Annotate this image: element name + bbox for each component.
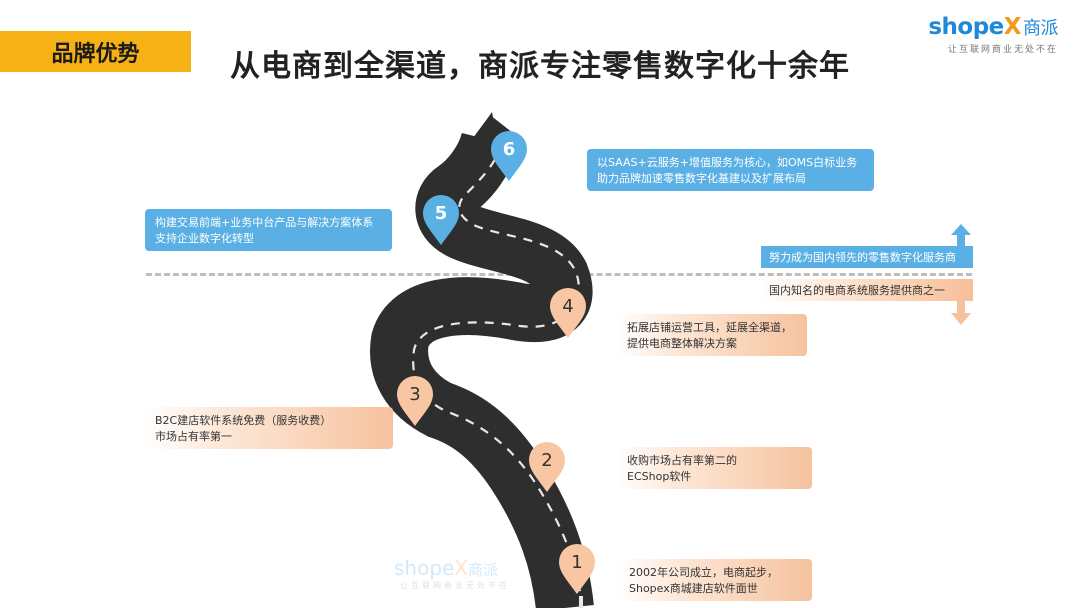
milestone-box-4: 拓展店铺运营工具，延展全渠道， 提供电商整体解决方案 (617, 314, 807, 356)
milestone-number-3: 3 (409, 383, 421, 405)
milestone-1-line2: Shopex商城建店软件面世 (629, 582, 758, 595)
pin-marker-4 (550, 288, 586, 338)
milestone-box-1: 2002年公司成立，电商起步， Shopex商城建店软件面世 (619, 559, 812, 601)
milestone-number-6: 6 (502, 138, 516, 160)
milestone-pin-5: 5 (421, 193, 461, 251)
page-title: 从电商到全渠道，商派专注零售数字化十余年 (230, 49, 850, 84)
milestone-pin-2: 2 (527, 440, 567, 498)
milestone-pin-3: 3 (395, 374, 435, 432)
milestone-number-5: 5 (434, 202, 448, 224)
watermark-logo: shopeX商派 让互联网商业无处不在 (394, 556, 510, 591)
pin-marker-2 (529, 442, 565, 492)
logo-brand-cn: 商派 (1023, 18, 1059, 39)
watermark-slogan: 让互联网商业无处不在 (400, 581, 510, 590)
milestone-5-line1: 构建交易前端+业务中台产品与解决方案体系 (155, 216, 374, 229)
legend-goal-bar: 努力成为国内领先的零售数字化服务商 (761, 246, 973, 268)
pin-marker-5 (423, 195, 459, 245)
milestone-box-2: 收购市场占有率第二的 ECShop软件 (617, 447, 812, 489)
section-tag: 品牌优势 (0, 31, 191, 72)
milestone-5-line2: 支持企业数字化转型 (155, 232, 254, 245)
milestone-number-4: 4 (562, 295, 574, 317)
logo-brand-x: X (1003, 14, 1022, 40)
milestone-pin-1: 1 (557, 542, 597, 600)
milestone-2-line1: 收购市场占有率第二的 (627, 454, 737, 467)
milestone-4-line2: 提供电商整体解决方案 (627, 337, 737, 350)
pin-marker-6 (491, 131, 527, 181)
logo-brand: shope (928, 14, 1004, 40)
logo-slogan: 让互联网商业无处不在 (947, 45, 1058, 55)
milestone-box-3: B2C建店软件系统免费（服务收费） 市场占有率第一 (145, 407, 393, 449)
arrow-down-icon (951, 300, 971, 325)
milestone-box-5: 构建交易前端+业务中台产品与解决方案体系 支持企业数字化转型 (145, 209, 392, 251)
milestone-3-line2: 市场占有率第一 (155, 430, 232, 443)
arrow-up-icon (951, 224, 971, 248)
pin-marker-3 (397, 376, 433, 426)
legend-past-bar: 国内知名的电商系统服务提供商之一 (761, 279, 973, 301)
watermark-brand: shope (394, 556, 455, 580)
road-arrow-tip (460, 112, 500, 158)
milestone-3-line1: B2C建店软件系统免费（服务收费） (155, 414, 332, 427)
milestone-number-1: 1 (571, 551, 583, 573)
milestone-box-6: 以SAAS+云服务+增值服务为核心，如OMS白标业务 助力品牌加速零售数字化基建… (587, 149, 874, 191)
milestone-4-line1: 拓展店铺运营工具，延展全渠道， (627, 321, 792, 334)
milestone-2-line2: ECShop软件 (627, 470, 692, 483)
milestone-pin-6: 6 (489, 129, 529, 187)
watermark-wordmark: shopeX商派 (394, 556, 510, 580)
watermark-brand-cn: 商派 (468, 561, 499, 579)
milestone-6-line2: 助力品牌加速零售数字化基建以及扩展布局 (597, 172, 806, 185)
milestone-1-line1: 2002年公司成立，电商起步， (629, 566, 778, 579)
milestone-6-line1: 以SAAS+云服务+增值服务为核心，如OMS白标业务 (597, 156, 858, 169)
road-start-mark (579, 596, 583, 608)
milestone-pin-4: 4 (548, 286, 588, 344)
pin-marker-1 (559, 544, 595, 594)
road-center-line (412, 147, 584, 608)
milestone-number-2: 2 (541, 449, 553, 471)
watermark-brand-x: X (454, 556, 469, 580)
